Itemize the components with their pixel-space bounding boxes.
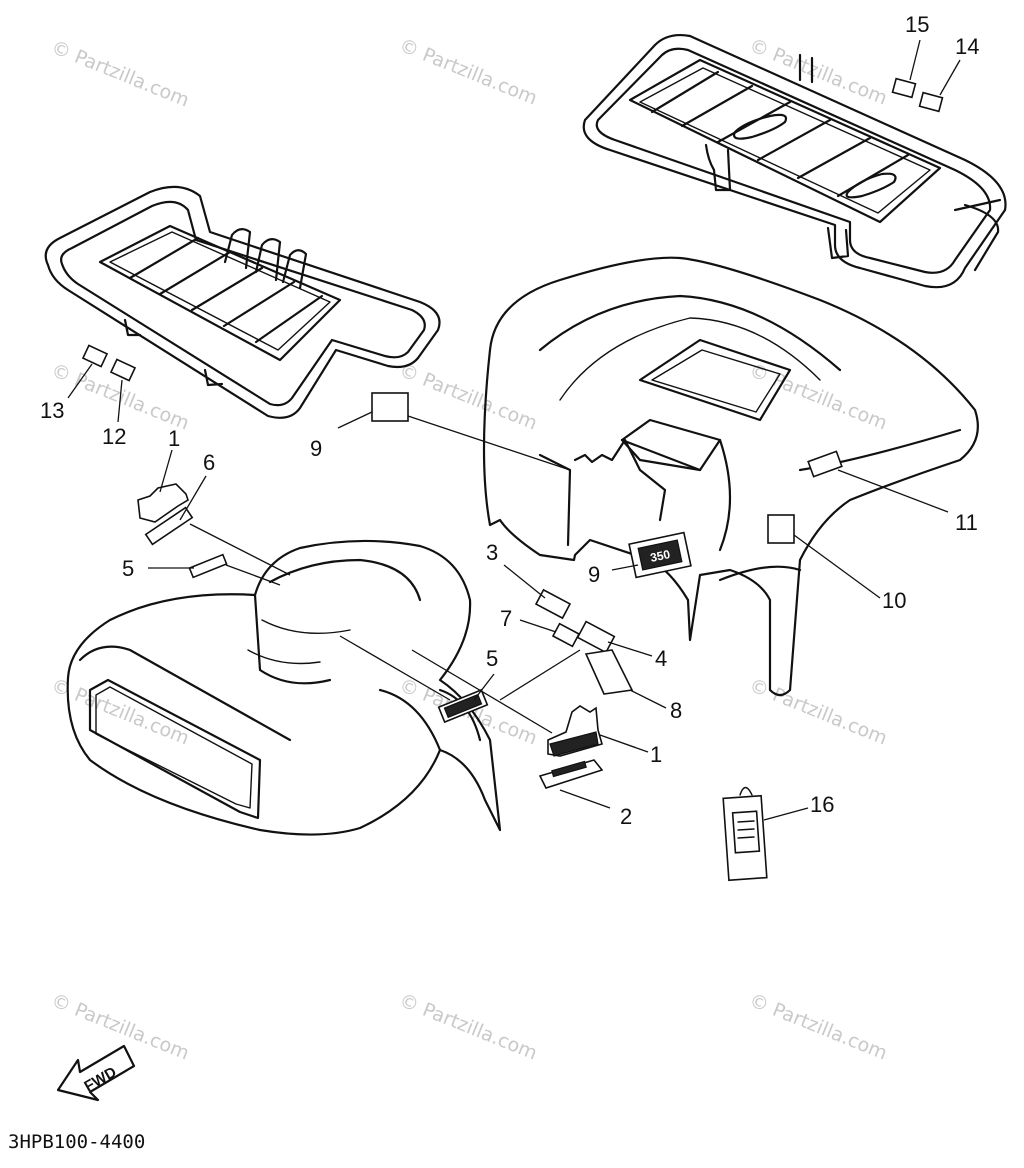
callout-7: 7: [500, 606, 512, 631]
callout-3: 3: [486, 540, 498, 565]
label-11: [807, 450, 843, 478]
front-carrier: [44, 185, 441, 419]
callout-8: 8: [670, 698, 682, 723]
watermark: © Partzilla.com: [396, 989, 540, 1064]
callout-4: 4: [655, 646, 667, 671]
label-7: [551, 622, 581, 648]
watermark: © Partzilla.com: [48, 989, 192, 1064]
decal-labels: 350: [81, 77, 944, 882]
callout-5-middle: 5: [486, 646, 498, 671]
leader-lines: [67, 39, 961, 821]
callout-15: 15: [905, 12, 929, 37]
callout-6: 6: [203, 450, 215, 475]
label-6: [144, 506, 194, 546]
label-10: [767, 514, 795, 544]
label-15: [891, 77, 917, 99]
label-8: [584, 649, 634, 695]
callout-14: 14: [955, 34, 979, 59]
label-12: [109, 358, 137, 382]
label-13: [81, 344, 109, 368]
label-14: [918, 91, 944, 113]
rear-carrier: [582, 33, 1007, 289]
emblem-text: 350: [649, 547, 672, 565]
watermark: © Partzilla.com: [48, 36, 192, 111]
callout-16: 16: [810, 792, 834, 817]
watermark: © Partzilla.com: [396, 359, 540, 434]
label-1-lower-band: [549, 731, 599, 757]
hang-tag-16: [722, 786, 768, 882]
callout-5-left: 5: [122, 556, 134, 581]
label-1-upper: [137, 483, 189, 523]
watermark-layer: © Partzilla.com © Partzilla.com © Partzi…: [48, 34, 890, 1064]
front-fender: [66, 539, 502, 836]
fwd-arrow: FWD: [56, 1044, 136, 1102]
emblem-9: 350: [628, 531, 692, 579]
label-4: [576, 620, 616, 654]
callout-2: 2: [620, 804, 632, 829]
callout-11: 11: [955, 510, 978, 535]
callout-1-lower: 1: [650, 742, 662, 767]
label-2-band: [551, 760, 587, 778]
callout-9-top: 9: [310, 436, 322, 461]
label-2: [538, 759, 604, 789]
callout-13: 13: [40, 398, 64, 423]
watermark: © Partzilla.com: [746, 674, 890, 749]
callout-10: 10: [882, 588, 906, 613]
label-5-left: [188, 553, 228, 579]
diagram-code: 3HPB100-4400: [8, 1131, 145, 1153]
callout-9-emblem: 9: [588, 562, 600, 587]
label-9-top: [371, 392, 409, 422]
watermark: © Partzilla.com: [746, 989, 890, 1064]
watermark: © Partzilla.com: [396, 34, 540, 109]
callout-1-upper: 1: [168, 426, 180, 451]
callout-12: 12: [102, 424, 126, 449]
callouts: 15 14 13 12 9 1 6 5 11 9 10 3 7 4 5 8 1 …: [40, 12, 979, 829]
